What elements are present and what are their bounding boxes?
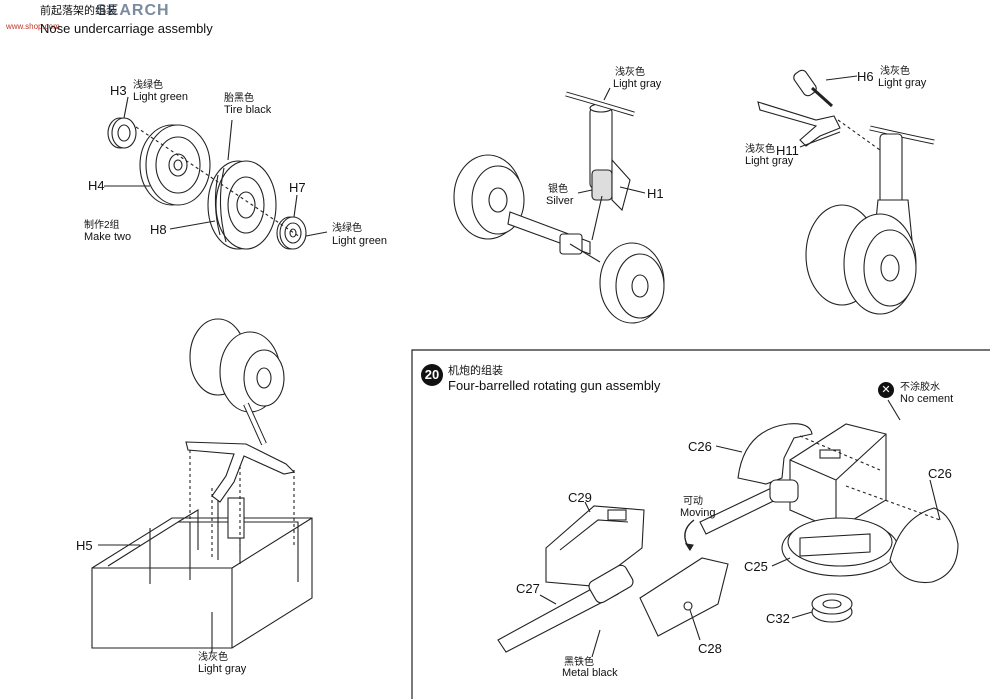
label-light-green-cn-1: 浅绿色 [133,80,163,91]
label-h5: H5 [76,538,93,553]
right-gear-wheels [805,204,917,315]
label-no-cement-cn: 不涂胶水 [900,382,940,393]
label-c27: C27 [516,581,540,596]
label-moving-en: Moving [680,507,716,519]
step20-frame [411,349,990,699]
nose-wheel-right [599,242,665,324]
label-light-green-en-1: Light green [133,91,189,103]
bay-link [185,441,296,503]
label-moving-cn: 可动 [683,496,703,507]
label-light-gray-en-2: Light gray [878,77,927,89]
label-metal-black-en: Metal black [562,667,618,679]
c26-shield-left [737,423,813,485]
label-h4: H4 [88,178,105,193]
label-h6: H6 [857,69,874,84]
h5-gear-bay [91,497,313,649]
step20-title-en: Four-barrelled rotating gun assembly [448,378,661,393]
watermark-logo: SEARCH [96,2,170,19]
h4-wheel-half [139,124,211,206]
label-metal-black-cn: 黑铁色 [564,657,594,668]
h8-tire [207,160,277,250]
label-light-gray-cn-3: 浅灰色 [745,144,775,155]
c28-side-plate [639,557,729,637]
label-light-gray-cn-4: 浅灰色 [198,652,228,663]
label-c32: C32 [766,611,790,626]
watermark-site: www.shop.com [6,22,60,31]
h7-hub [276,216,307,250]
label-h11: H11 [776,143,799,158]
step19-title-cn: 前起落架的组装 [40,5,117,17]
label-light-gray-en-1: Light gray [613,78,662,90]
label-light-gray-cn-2: 浅灰色 [880,66,910,77]
label-light-gray-en-4: Light gray [198,663,247,675]
label-c28: C28 [698,641,722,656]
no-cement-icon: ✕ [878,382,894,398]
c27-barrels [497,564,634,653]
label-light-green-en-2: Light green [332,235,388,247]
label-light-gray-cn-1: 浅灰色 [615,67,645,78]
c32-ring [811,593,853,623]
gun-barrels-upper [699,479,799,535]
label-no-cement-en: No cement [900,393,954,405]
label-h1: H1 [647,186,664,201]
label-make-two-en: Make two [84,231,132,243]
label-make-two-cn: 制作2组 [84,220,120,231]
bay-wheels [189,318,285,446]
h11-drag-link [757,101,841,147]
c25-base [781,517,899,577]
label-c26-left: C26 [688,439,712,454]
label-c26-right: C26 [928,466,952,481]
c26-shield-right [889,507,959,584]
label-h7: H7 [289,180,306,195]
gun-housing [789,423,887,531]
label-silver-en: Silver [546,195,574,207]
label-light-green-cn-2: 浅绿色 [332,223,362,234]
label-tire-black-en: Tire black [224,104,272,116]
step20-number: 20 [421,364,443,386]
h6-actuator [793,69,834,108]
step19-title-en: Nose undercarriage assembly [40,21,213,36]
label-c25: C25 [744,559,768,574]
step20-title-cn: 机炮的组装 [448,365,503,377]
c29-mount [545,505,645,587]
nose-gear-strut [565,91,635,212]
label-light-gray-en-3: Light gray [745,155,794,167]
h3-hub-cap [107,117,137,149]
label-h3: H3 [110,83,127,98]
label-c29: C29 [568,490,592,505]
label-silver-cn: 银色 [548,184,568,195]
label-tire-black-cn: 胎黑色 [224,93,254,104]
label-h8: H8 [150,222,167,237]
